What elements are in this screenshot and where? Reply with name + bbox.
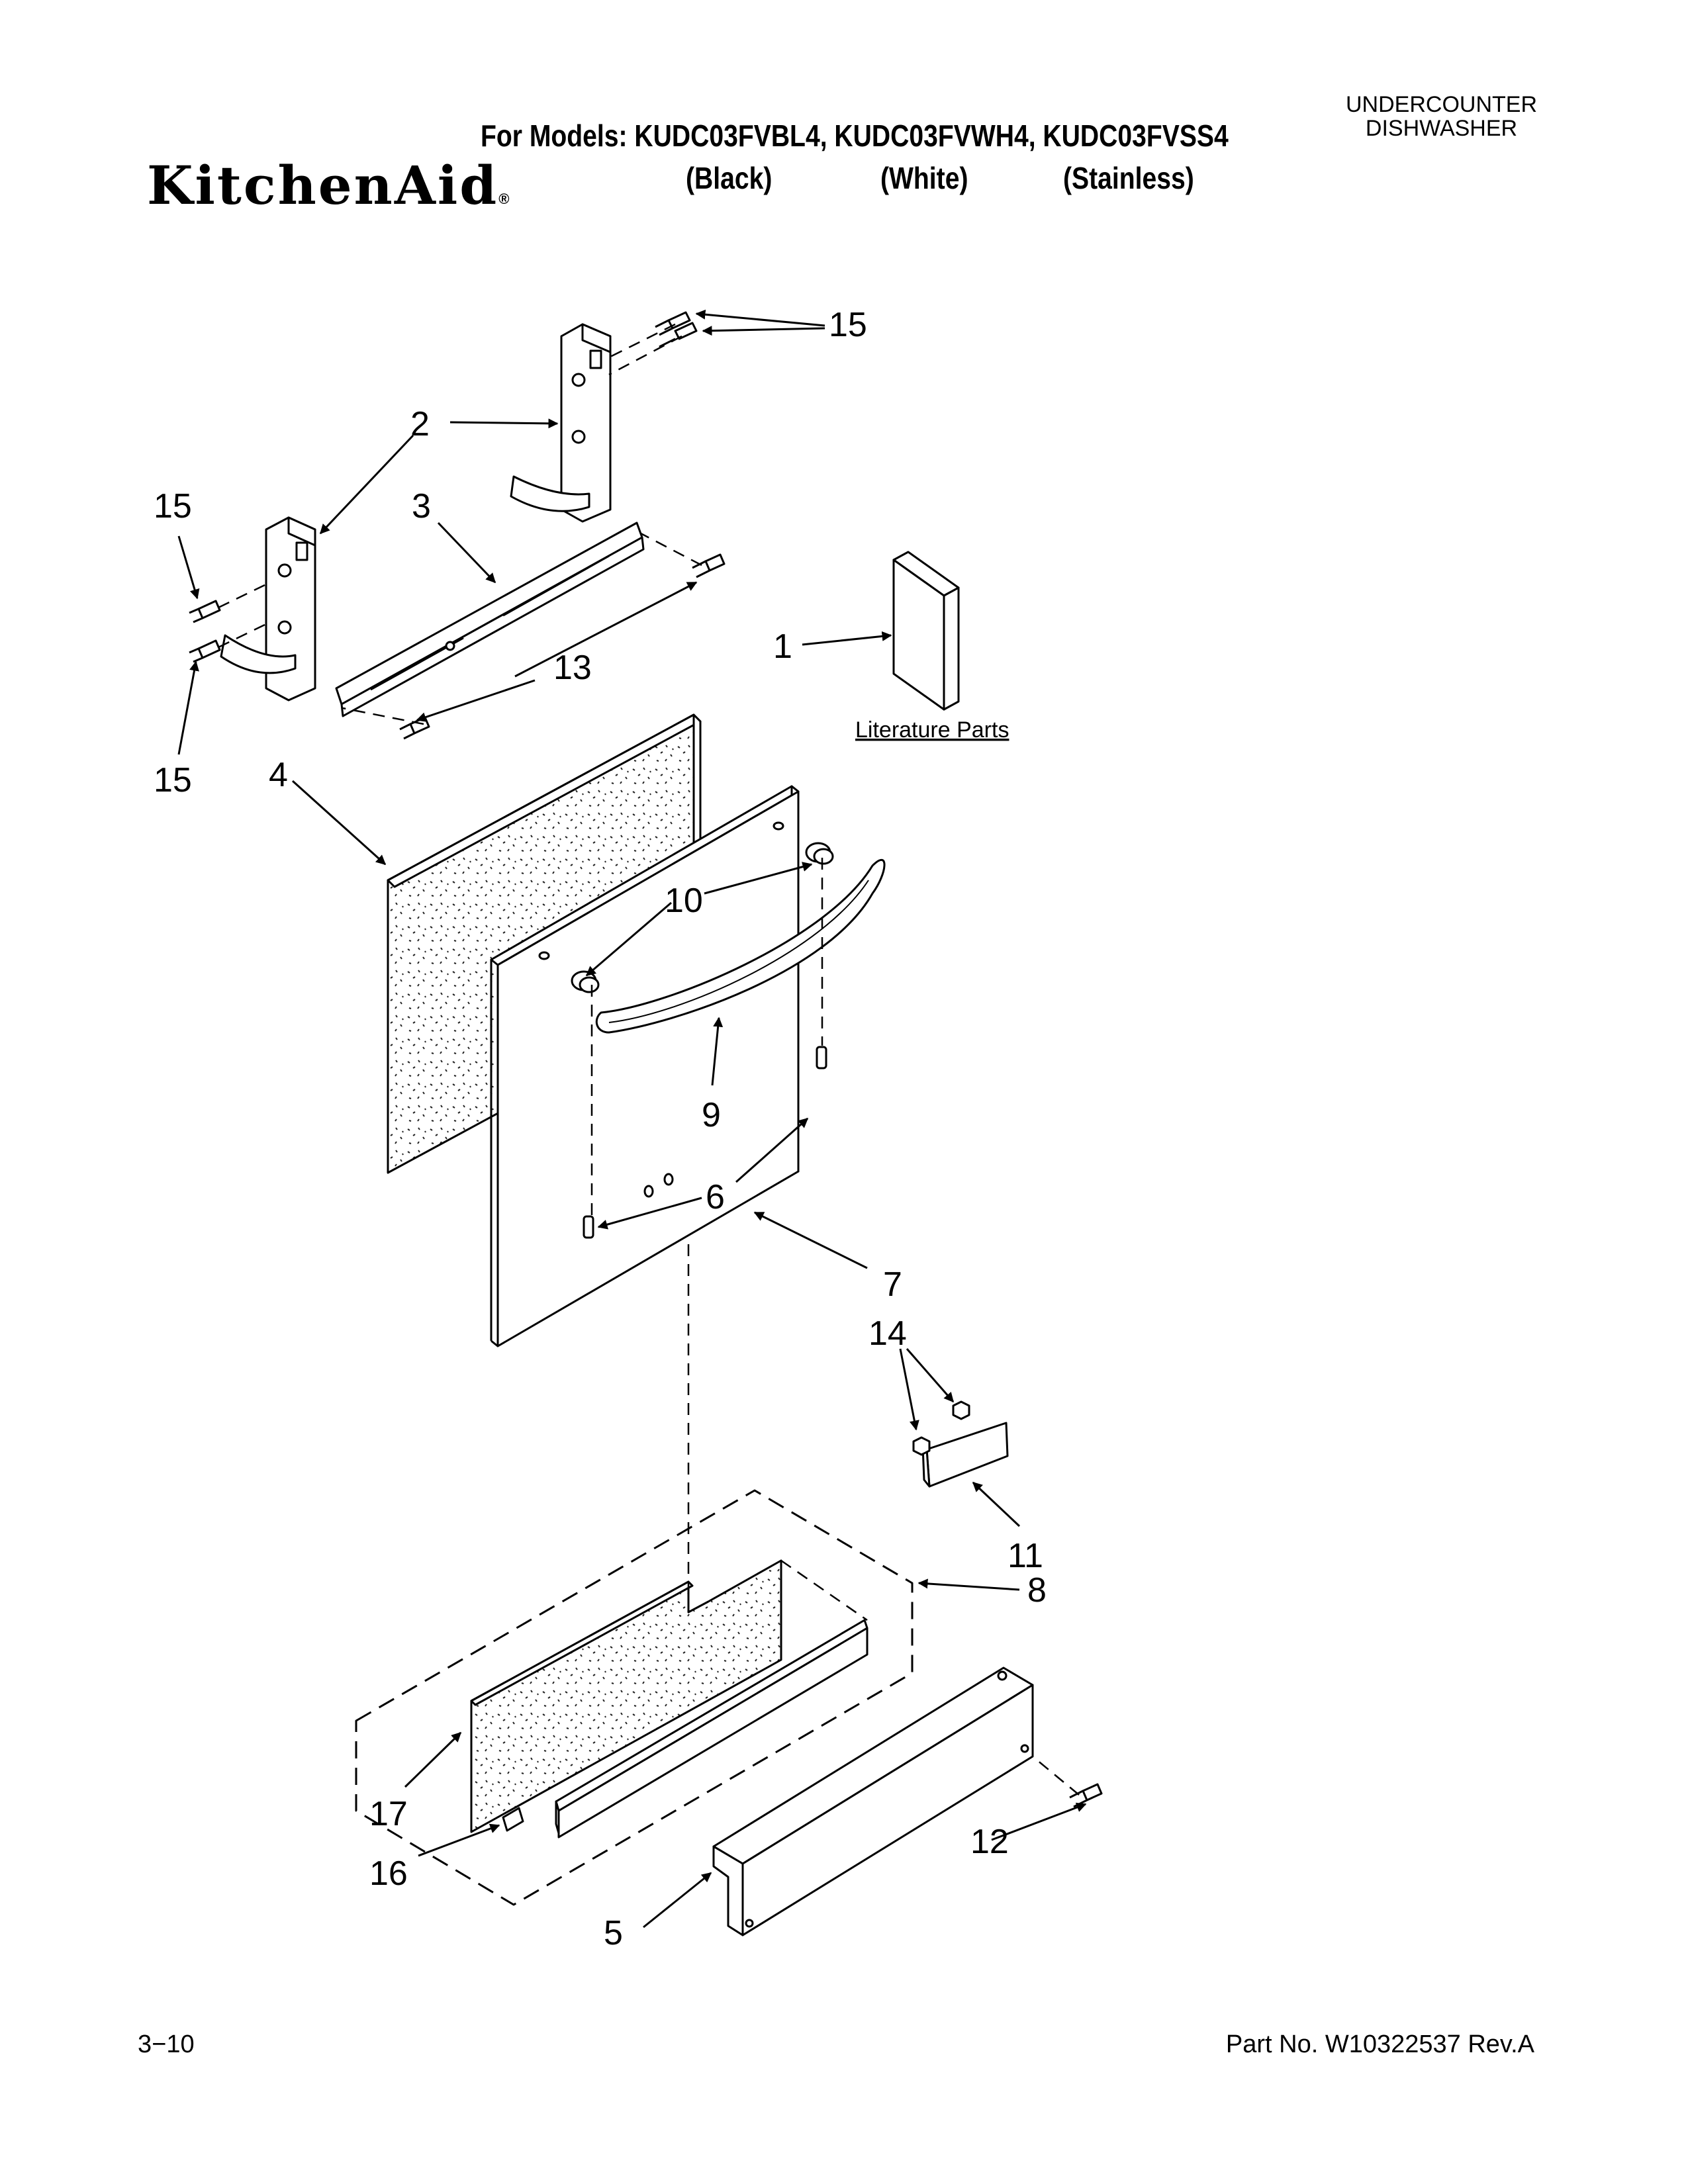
callout-13: 13 [553,649,592,687]
cross-brace-part-3 [335,522,645,717]
callout-15-left-bottom: 15 [154,761,192,799]
callout-14: 14 [868,1314,907,1353]
variant-stainless: (Stainless) [1063,161,1194,195]
category-line-1: UNDERCOUNTER [1346,92,1537,117]
clip-part-16 [502,1807,524,1832]
category-line-2: DISHWASHER [1365,116,1518,141]
part-number: Part No. W10322537 Rev.A [1225,2030,1534,2058]
callout-1: 1 [773,627,792,666]
callout-8: 8 [1027,1571,1047,1610]
door-panel-part-7 [490,785,800,1347]
literature-parts-part-1 [892,551,960,711]
nut-part-14 [912,1400,970,1456]
callout-15-top: 15 [829,306,867,344]
callout-17: 17 [369,1795,408,1833]
callout-leaders [177,309,1087,1929]
callout-11: 11 [1008,1537,1043,1575]
callout-2: 2 [410,405,430,443]
brand-name: KitchenAid [147,154,499,216]
stud-part-6 [583,1046,827,1239]
callout-15-left-top: 15 [154,487,192,525]
literature-parts-label: Literature Parts [855,717,1009,743]
variant-black: (Black) [686,161,773,195]
callout-4: 4 [269,756,288,794]
access-panel-part-5 [712,1666,1034,1936]
callout-10: 10 [665,882,703,920]
page-number: 3−10 [138,2030,195,2058]
brand-logo: KitchenAid® [147,154,512,216]
callout-12: 12 [970,1823,1009,1861]
assembly-guide-lines [218,323,1080,1796]
mounting-bracket-part-2 [220,323,612,702]
appliance-category: UNDERCOUNTER DISHWASHER [1346,93,1537,140]
callout-3: 3 [412,487,431,525]
callout-6: 6 [706,1178,725,1216]
callout-5: 5 [604,1914,623,1952]
callout-7: 7 [883,1265,902,1304]
screw-part-12 [1069,1783,1103,1808]
variant-white: (White) [880,161,968,195]
toe-panel-assembly-part-8 [355,1489,914,1906]
handle-trim-part-11 [921,1422,1009,1488]
door-handle-part-9 [595,859,886,1034]
callout-9: 9 [702,1096,721,1134]
callout-16: 16 [369,1854,408,1893]
screw-part-15 [189,311,698,663]
models-title: For Models: KUDC03FVBL4, KUDC03FVWH4, KU… [481,118,1229,153]
handle-stud-part-10 [571,842,834,993]
